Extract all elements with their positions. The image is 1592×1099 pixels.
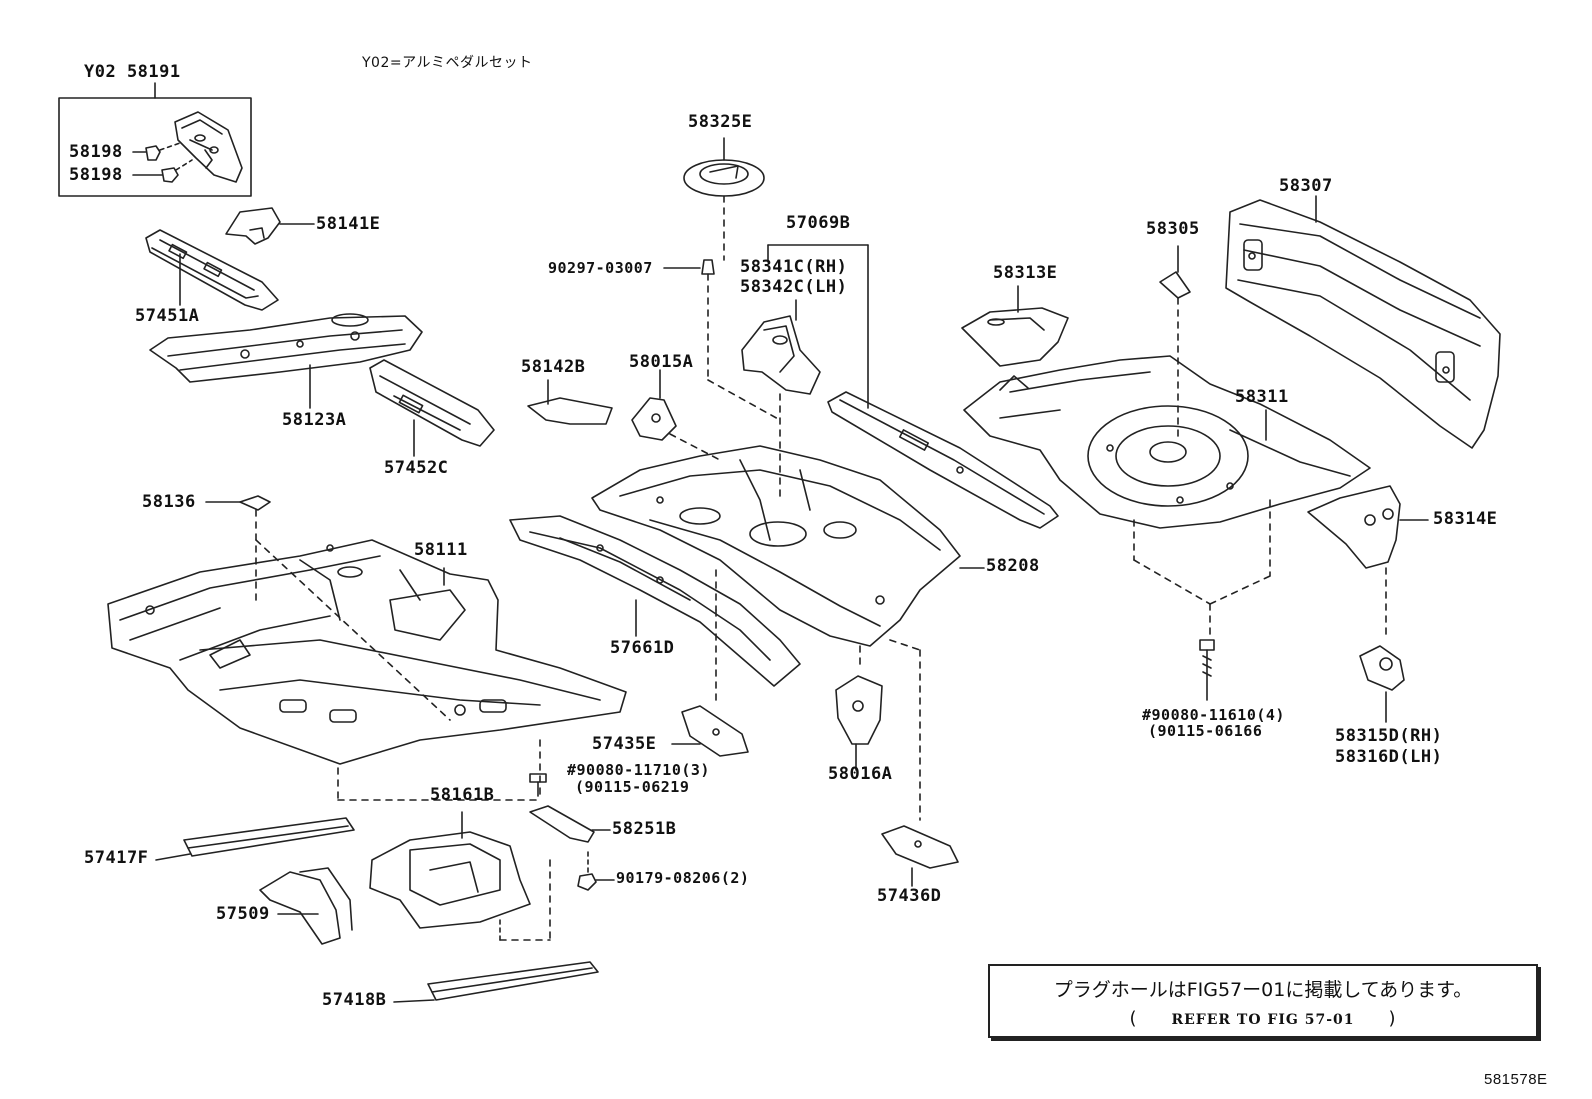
label-58198-b: 58198 — [69, 165, 123, 185]
label-90115-06219: (90115-06219 — [575, 778, 690, 796]
part-58161B-bracket — [369, 811, 551, 941]
label-58136: 58136 — [142, 492, 196, 512]
label-57509: 57509 — [216, 904, 270, 924]
part-58111-front-floor-pan — [107, 539, 627, 801]
note-open-paren: ( — [1129, 1008, 1138, 1029]
part-57069B-rail — [827, 391, 1059, 529]
part-58016A-bracket — [835, 675, 883, 771]
part-58015A-bracket — [631, 369, 721, 461]
part-58123A-crossmember — [149, 313, 423, 409]
label-57451A: 57451A — [135, 306, 200, 326]
label-57452C: 57452C — [384, 458, 449, 478]
part-58314E-bracket — [1307, 485, 1429, 641]
part-nut-90179-08206 — [577, 851, 615, 891]
label-90115-06166: (90115-06166 — [1148, 722, 1263, 740]
label-58307: 58307 — [1279, 176, 1333, 196]
part-58141E-bracket — [225, 207, 315, 245]
part-58142B-bracket — [527, 379, 613, 425]
part-57435E-bracket — [671, 609, 749, 757]
part-57661D-side-member — [509, 515, 801, 687]
part-58136-plate — [205, 495, 271, 601]
label-57417F: 57417F — [84, 848, 149, 868]
label-58016A: 58016A — [828, 764, 893, 784]
label-58142B: 58142B — [521, 357, 586, 377]
label-57418B: 57418B — [322, 990, 387, 1010]
part-bolt-90080-11610 — [1199, 639, 1215, 701]
part-58198-bolt-b — [132, 159, 193, 183]
label-58251B: 58251B — [612, 819, 677, 839]
label-57661D: 57661D — [610, 638, 675, 658]
label-58315D: 58315D(RH) — [1335, 726, 1443, 746]
label-90297-03007: 90297-03007 — [548, 259, 653, 277]
label-90080-11710: #90080-11710(3) — [567, 761, 710, 779]
part-58198-bolt-a — [132, 142, 181, 161]
label-57436D: 57436D — [877, 886, 942, 906]
part-57069B-leader — [767, 244, 869, 409]
reference-note-jp: プラグホールはFIG57ー01に掲載してあります。 — [1053, 979, 1473, 1001]
note-close-paren: ) — [1388, 1008, 1397, 1029]
label-90080-11610: #90080-11610(4) — [1142, 706, 1285, 724]
label-58198-a: 58198 — [69, 142, 123, 162]
part-58251B-brace — [529, 805, 611, 843]
part-57452C-crossmember — [369, 359, 495, 457]
label-57435E: 57435E — [592, 734, 657, 754]
label-58141E: 58141E — [316, 214, 381, 234]
part-57417F-rocker — [155, 817, 355, 861]
part-bolt-90080-11710 — [529, 773, 547, 797]
part-57436D-bracket — [881, 825, 959, 887]
label-58342C: 58342C(LH) — [740, 277, 848, 297]
part-58311-spare-tire-pan — [963, 355, 1371, 641]
part-58208-rear-floor — [591, 445, 985, 821]
part-57418B-rocker — [393, 961, 599, 1003]
label-58015A: 58015A — [629, 352, 694, 372]
part-57509-bracket — [259, 867, 353, 945]
part-57451A-crossmember — [145, 229, 279, 311]
legend-note: Y02=アルミペダルセット — [362, 55, 533, 71]
label-58161B: 58161B — [430, 785, 495, 805]
label-58325E: 58325E — [688, 112, 753, 132]
label-58313E: 58313E — [993, 263, 1058, 283]
figure-id: 581578E — [1484, 1071, 1548, 1088]
label-58316D: 58316D(LH) — [1335, 747, 1443, 767]
label-58208: 58208 — [986, 556, 1040, 576]
group-label-y02: Y02 58191 — [84, 62, 181, 82]
label-58123A: 58123A — [282, 410, 347, 430]
part-58191-pedal-bracket — [174, 111, 243, 183]
part-58305-bracket — [1159, 245, 1191, 441]
label-58111: 58111 — [414, 540, 468, 560]
label-57069B: 57069B — [786, 213, 851, 233]
reference-note-box: プラグホールはFIG57ー01に掲載してあります。 ( REFER TO FIG … — [988, 964, 1538, 1038]
label-90179-08206: 90179-08206(2) — [616, 869, 750, 887]
label-58314E: 58314E — [1433, 509, 1498, 529]
part-58307-rear-panel — [1225, 195, 1501, 449]
reference-note-en-row: ( REFER TO FIG 57-01) — [990, 1008, 1536, 1029]
label-58341C: 58341C(RH) — [740, 257, 848, 277]
label-58305: 58305 — [1146, 219, 1200, 239]
part-58315D-bracket — [1359, 645, 1405, 723]
label-58311: 58311 — [1235, 387, 1289, 407]
reference-note-en: REFER TO FIG 57-01 — [1171, 1012, 1355, 1028]
part-58341C-bracket — [741, 299, 821, 501]
part-clip-90297-03007 — [663, 259, 781, 421]
part-58313E-bracket — [961, 285, 1069, 367]
part-58325E-plug — [683, 137, 765, 261]
